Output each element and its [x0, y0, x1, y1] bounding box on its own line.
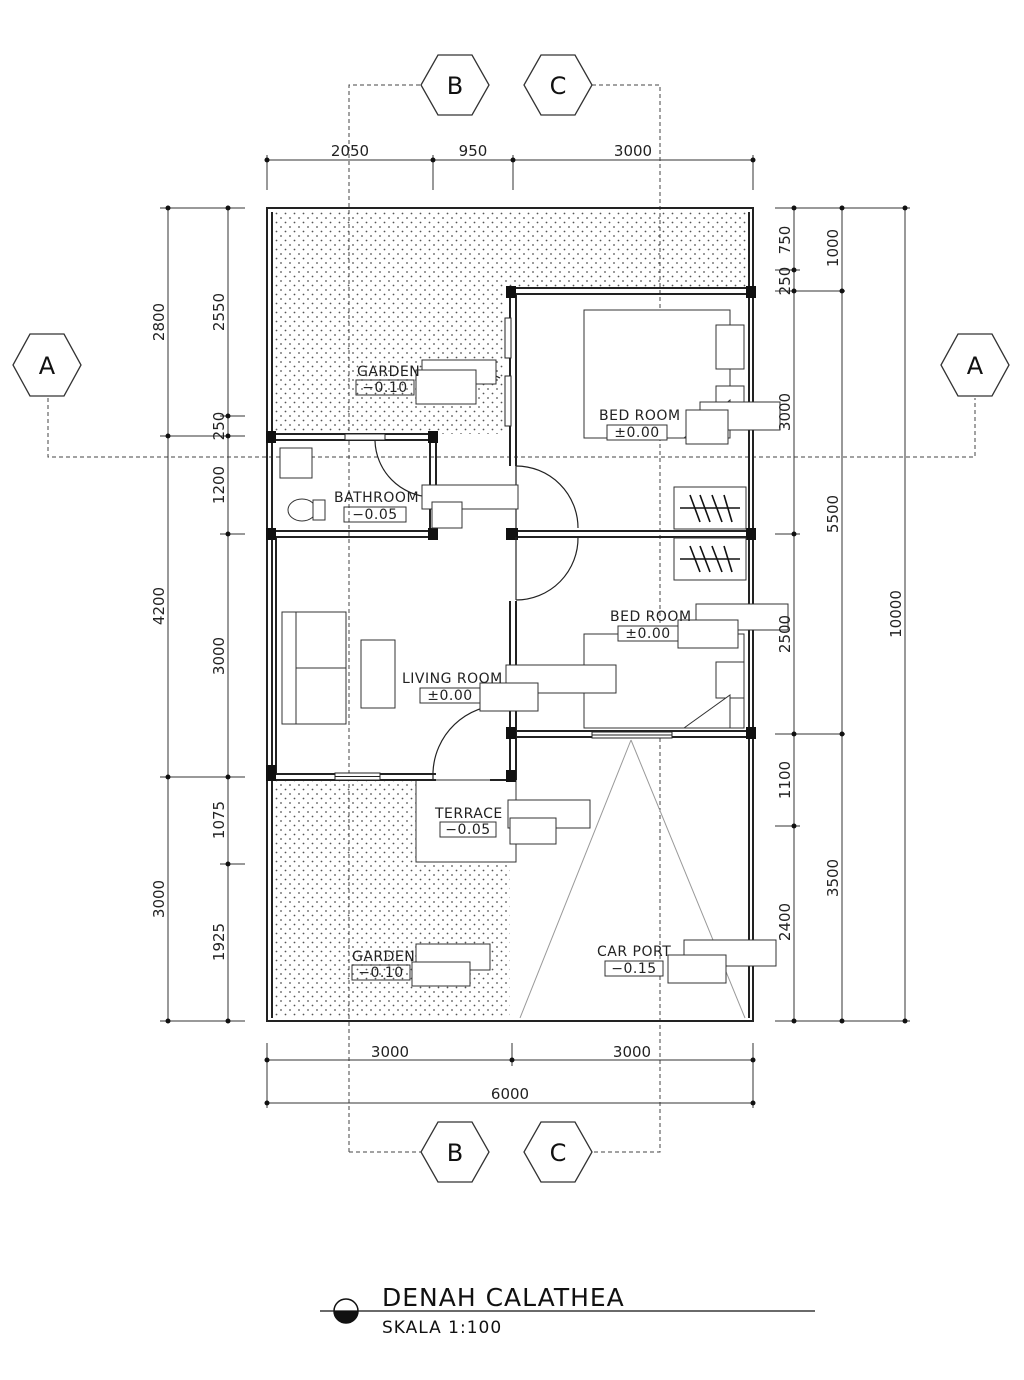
- dim-right-mid-4: 3500: [824, 859, 842, 897]
- grid-marker-b-bottom: B: [420, 1121, 490, 1183]
- room-level: ±0.00: [625, 626, 670, 642]
- room-level: ±0.00: [427, 688, 472, 704]
- axis-label: B: [447, 72, 463, 100]
- drawing-title: DENAH CALATHEA: [382, 1283, 625, 1312]
- dim-right-total: 10000: [887, 590, 905, 638]
- dim-right-inner-2: 250: [776, 267, 794, 296]
- dim-top-2: 950: [459, 142, 488, 160]
- room-level: ±0.00: [614, 425, 659, 441]
- terrace-floor: [415, 779, 517, 863]
- wardrobe-marks: [680, 494, 740, 573]
- dim-left-inner-6: 1925: [210, 923, 228, 961]
- furniture: [279, 309, 789, 987]
- room-name: BED ROOM: [599, 408, 681, 424]
- axis-label: C: [550, 1139, 567, 1167]
- room-bed-room-2: BED ROOM ±0.00: [610, 609, 692, 642]
- dim-left-inner-4: 3000: [210, 637, 228, 675]
- room-level: −0.05: [352, 507, 397, 523]
- room-terrace: TERRACE −0.05: [434, 806, 503, 838]
- columns: [266, 286, 756, 782]
- room-name: LIVING ROOM: [402, 671, 503, 687]
- dim-right-mid-2: 5500: [824, 495, 842, 533]
- axis-label: A: [967, 352, 984, 380]
- room-level: −0.05: [445, 822, 490, 838]
- room-level: −0.10: [362, 380, 407, 396]
- room-name: GARDEN: [352, 949, 415, 965]
- room-garden-bottom: GARDEN −0.10: [351, 949, 415, 981]
- dim-top-3: 3000: [614, 142, 652, 160]
- room-level: −0.15: [611, 961, 656, 977]
- room-name: TERRACE: [434, 806, 503, 822]
- grid-marker-b-top: B: [420, 54, 490, 116]
- dim-left-inner-5: 1075: [210, 801, 228, 839]
- dimension-ticks: [165, 157, 908, 1106]
- room-garden-top: GARDEN −0.10: [355, 364, 420, 396]
- dim-bottom-total: 6000: [491, 1085, 529, 1103]
- dim-left-outer-2: 4200: [150, 587, 168, 625]
- dim-right-inner-1: 750: [776, 226, 794, 255]
- dim-right-mid-3: 1100: [776, 761, 794, 799]
- windows: [334, 317, 673, 781]
- dim-bottom-1: 3000: [371, 1043, 409, 1061]
- room-bed-room-1: BED ROOM ±0.00: [599, 408, 681, 441]
- grid-lines: [47, 84, 976, 1153]
- dim-bottom-2: 3000: [613, 1043, 651, 1061]
- grid-marker-a-right: A: [940, 333, 1010, 397]
- dim-left-inner-2: 250: [210, 412, 228, 441]
- dim-left-outer-3: 3000: [150, 880, 168, 918]
- title-block: DENAH CALATHEA SKALA 1:100: [320, 1283, 815, 1338]
- drawing-scale: SKALA 1:100: [382, 1318, 502, 1338]
- dim-top-1: 2050: [331, 142, 369, 160]
- room-name: GARDEN: [357, 364, 420, 380]
- grid-marker-c-top: C: [523, 54, 593, 116]
- dim-right-inner-5: 2400: [776, 903, 794, 941]
- grid-marker-a-left: A: [12, 333, 82, 397]
- room-name: BATHROOM: [334, 490, 419, 506]
- room-level: −0.10: [358, 965, 403, 981]
- dim-left-inner-3: 1200: [210, 466, 228, 504]
- room-living-room: LIVING ROOM ±0.00: [402, 671, 503, 704]
- room-car-port: CAR PORT −0.15: [597, 944, 671, 977]
- garden-top-right-hatch: [505, 212, 751, 288]
- dim-right-mid-1: 1000: [824, 229, 842, 267]
- dimension-lines: [160, 155, 910, 1108]
- axis-label: C: [550, 72, 567, 100]
- grid-marker-c-bottom: C: [523, 1121, 593, 1183]
- room-name: CAR PORT: [597, 944, 671, 960]
- room-bathroom: BATHROOM −0.05: [334, 490, 419, 523]
- dim-left-inner-1: 2550: [210, 293, 228, 331]
- axis-label: B: [447, 1139, 463, 1167]
- room-name: BED ROOM: [610, 609, 692, 625]
- dim-right-inner-3: 3000: [776, 393, 794, 431]
- dim-right-inner-4: 2500: [776, 615, 794, 653]
- axis-label: A: [39, 352, 56, 380]
- dim-left-outer-1: 2800: [150, 303, 168, 341]
